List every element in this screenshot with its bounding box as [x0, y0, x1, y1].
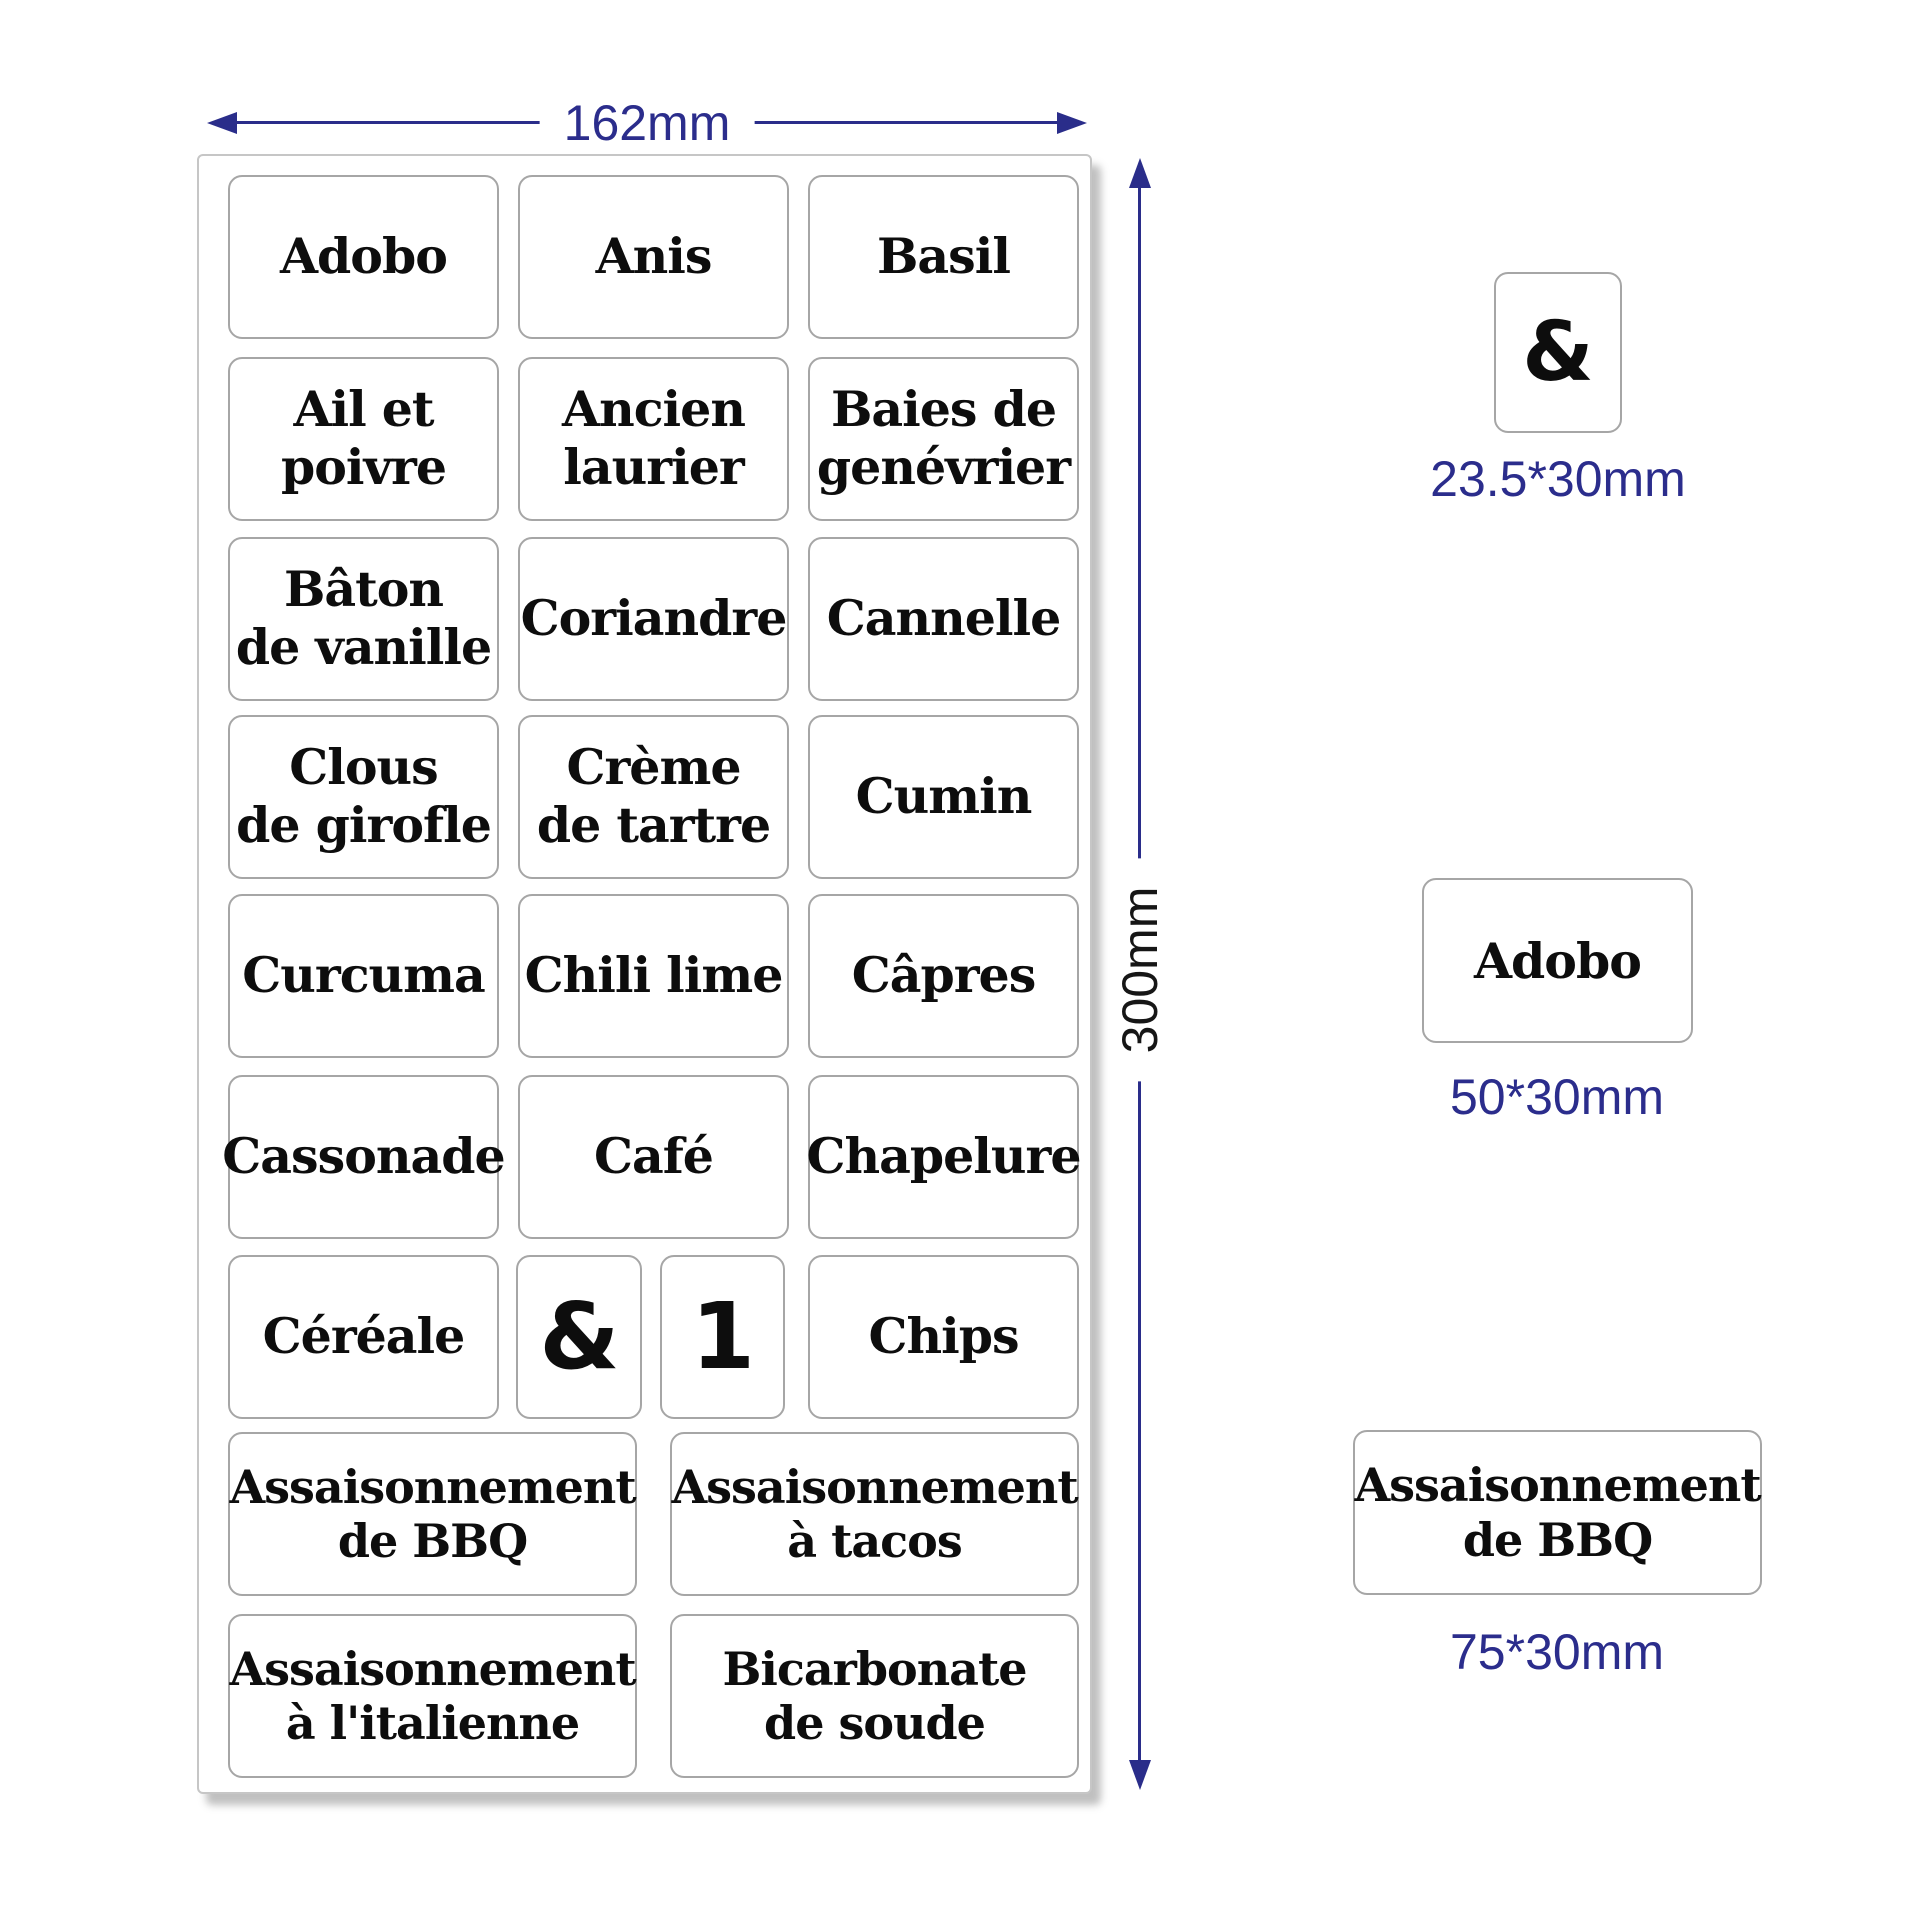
spice-label-cell: Coriandre [518, 537, 789, 701]
arrow-up-icon [1129, 158, 1151, 188]
spice-label-cell: Cassonade [222, 1075, 506, 1239]
spice-label-cell: Assaisonnement à l'italienne [228, 1614, 637, 1778]
arrow-left-icon [207, 112, 237, 134]
spice-label-cell: Ancien laurier [518, 357, 789, 521]
spice-label-cell: Chili lime [518, 894, 789, 1058]
spice-label-cell: Adobo [228, 175, 499, 339]
width-dimension-label: 162mm [539, 94, 755, 152]
spice-label-cell: Ail et poivre [228, 357, 499, 521]
spice-label-cell: Baies de genévrier [808, 357, 1079, 521]
width-dimension: 162mm [207, 94, 1087, 152]
spice-label-cell: Bicarbonate de soude [670, 1614, 1079, 1778]
number-1-label-cell: 1 [660, 1255, 785, 1419]
height-dimension: 300mm [1111, 158, 1169, 1790]
spice-label-cell: Clous de girofle [228, 715, 499, 879]
spice-label-cell: Crème de tartre [518, 715, 789, 879]
label-sheet: Adobo Anis Basil Ail et poivre Ancien la… [197, 154, 1092, 1794]
height-dimension-label: 300mm [1111, 858, 1169, 1082]
spice-label-cell: Céréale [228, 1255, 499, 1419]
arrow-right-icon [1057, 112, 1087, 134]
sample-label-small: & [1494, 272, 1622, 433]
sample-label-large: Assaisonnement de BBQ [1353, 1430, 1762, 1595]
spice-label-cell: Café [518, 1075, 789, 1239]
spice-label-cell: Assaisonnement à tacos [670, 1432, 1079, 1596]
ampersand-label-cell: & [516, 1255, 642, 1419]
arrow-down-icon [1129, 1760, 1151, 1790]
sample-label-medium: Adobo [1422, 878, 1693, 1043]
spice-label-cell: Basil [808, 175, 1079, 339]
spice-label-cell: Chips [808, 1255, 1079, 1419]
spice-label-cell: Cumin [808, 715, 1079, 879]
spice-label-cell: Anis [518, 175, 789, 339]
spice-label-cell: Câpres [808, 894, 1079, 1058]
sample-large-size-label: 75*30mm [1450, 1624, 1664, 1680]
spice-label-cell: Curcuma [228, 894, 499, 1058]
spice-label-cell: Assaisonnement de BBQ [228, 1432, 637, 1596]
spice-label-cell: Cannelle [808, 537, 1079, 701]
spice-label-cell: Bâton de vanille [228, 537, 499, 701]
sample-medium-size-label: 50*30mm [1450, 1069, 1664, 1125]
sample-small-size-label: 23.5*30mm [1430, 451, 1686, 507]
spice-label-cell: Chapelure [806, 1075, 1082, 1239]
